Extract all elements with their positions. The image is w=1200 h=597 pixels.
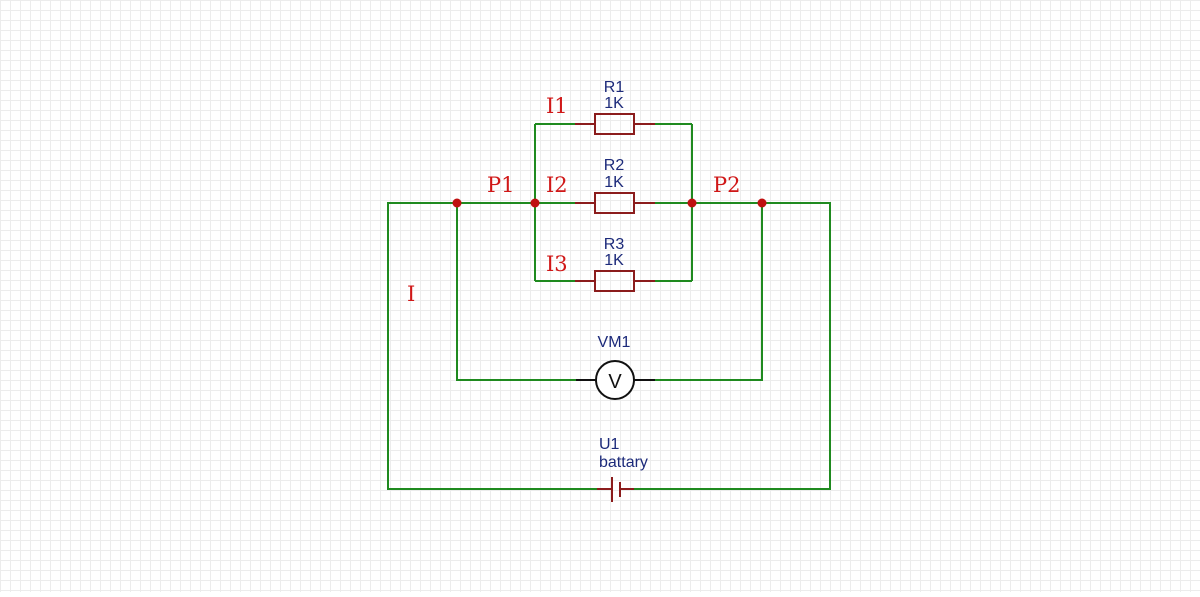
r2-value-label: 1K [604, 174, 624, 191]
resistor-icon [575, 192, 655, 214]
node-junction-right-dot [687, 198, 697, 208]
reference-labels: R1 1K R2 1K R3 1K VM1 U1 battary [598, 79, 648, 471]
wire-voltmeter-right [655, 203, 763, 381]
node-junction-left-dot [530, 198, 540, 208]
node-p2-dot [757, 198, 767, 208]
i1-current-label: I1 [546, 94, 568, 118]
p2-node-label: P2 [713, 173, 741, 197]
r1-value-label: 1K [604, 95, 624, 112]
u1-ref-label: U1 [599, 436, 620, 453]
node-labels: I1 P1 I2 P2 I3 I [407, 94, 741, 306]
battery-icon [597, 477, 634, 502]
vm1-ref-label: VM1 [598, 334, 631, 351]
i2-current-label: I2 [546, 173, 568, 197]
i3-current-label: I3 [546, 252, 568, 276]
r1-ref-label: R1 [604, 79, 625, 96]
components [575, 113, 655, 502]
i-total-current-label: I [407, 282, 415, 306]
r3-value-label: 1K [604, 252, 624, 269]
resistor-icon [575, 113, 655, 135]
resistor-icon [575, 270, 655, 292]
r2-ref-label: R2 [604, 157, 625, 174]
p1-node-label: P1 [487, 173, 515, 197]
node-p1-dot [452, 198, 462, 208]
wire-voltmeter-left [456, 203, 576, 381]
u1-value-label: battary [599, 454, 648, 471]
voltmeter-icon [576, 360, 655, 400]
r3-ref-label: R3 [604, 236, 625, 253]
wire-outer-right [634, 202, 831, 490]
wire-outer-left [387, 202, 597, 490]
node-dots [452, 198, 767, 208]
voltmeter-symbol: V [608, 371, 622, 393]
